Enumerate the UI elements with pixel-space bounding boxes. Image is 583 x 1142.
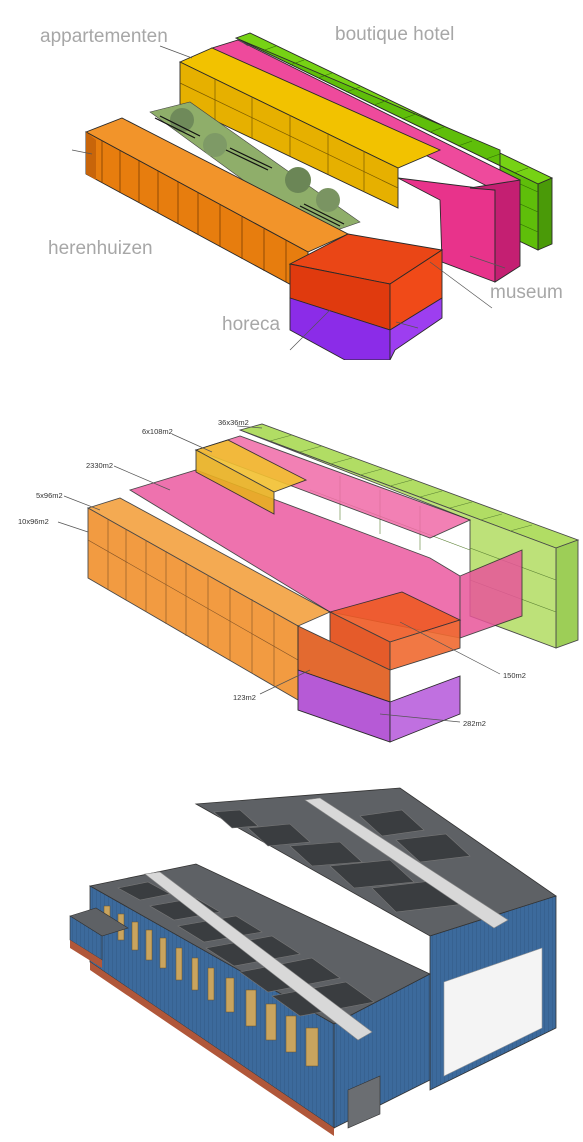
museum-volume [210, 39, 522, 283]
area-labels: 36x36m2 6x108m2 2330m2 5x96m2 10x96m2 15… [18, 418, 526, 728]
label-hotel: boutique hotel [335, 24, 454, 45]
area-label-5x96: 5x96m2 [36, 491, 63, 500]
back-hall-skylights [213, 809, 471, 913]
program-leader-lines [71, 37, 506, 351]
label-apartments: appartementen [40, 26, 168, 47]
area-schematic-diagram: 36x36m2 6x108m2 2330m2 5x96m2 10x96m2 15… [0, 380, 583, 750]
area-label-2330: 2330m2 [86, 461, 113, 470]
apartments-transparent-volume [194, 439, 308, 515]
front-hall-windows [103, 905, 319, 1067]
garage-door [443, 947, 543, 1077]
area-label-10x96: 10x96m2 [18, 517, 49, 526]
area-label-6x108: 6x108m2 [142, 427, 173, 436]
label-townhouses: herenhuizen [48, 238, 153, 259]
area-label-150: 150m2 [503, 671, 526, 680]
horeca-transparent-volume [297, 591, 462, 703]
horeca-volume [288, 233, 444, 360]
front-hall-brick-plinth [90, 962, 334, 1136]
townhouses-transparent-volume [86, 497, 332, 701]
area-label-282: 282m2 [463, 719, 486, 728]
label-museum: museum [490, 282, 563, 303]
annex [69, 907, 129, 968]
front-hall-ridge [144, 871, 373, 1041]
courtyard-trees [154, 108, 345, 227]
label-horeca: horeca [222, 314, 281, 335]
area-label-36x36: 36x36m2 [218, 418, 249, 427]
building-rendering-svg [69, 787, 557, 1136]
program-massing-svg: appartementen boutique hotel herenhuizen… [40, 24, 563, 360]
back-hall [194, 787, 557, 1091]
front-hall [88, 863, 431, 1136]
apartments-volume [178, 47, 442, 209]
program-massing-diagram: appartementen boutique hotel herenhuizen… [0, 0, 583, 360]
front-door [347, 1075, 381, 1129]
area-leader-lines [57, 425, 501, 723]
area-schematic-svg: 36x36m2 6x108m2 2330m2 5x96m2 10x96m2 15… [18, 418, 580, 743]
horeca-base-transparent-volume [297, 669, 461, 743]
back-hall-ridge [304, 797, 509, 929]
area-label-123: 123m2 [233, 693, 256, 702]
building-rendering [0, 760, 583, 1142]
